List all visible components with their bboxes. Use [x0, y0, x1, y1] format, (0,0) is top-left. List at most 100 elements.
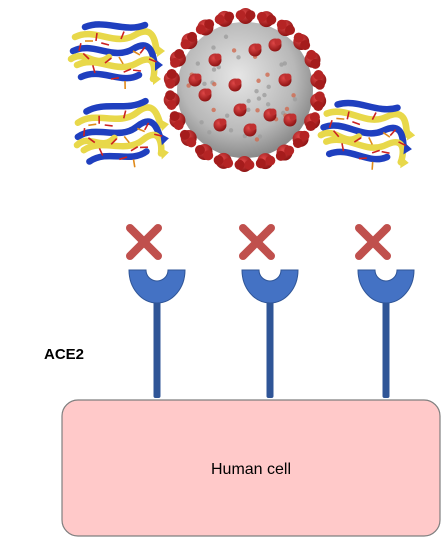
beta-strand	[86, 148, 150, 165]
envelope-protein	[256, 96, 262, 101]
envelope-protein	[212, 82, 217, 87]
envelope-protein	[195, 61, 201, 66]
spike-protein	[310, 91, 327, 112]
ace2-receptor	[126, 224, 186, 398]
spike-protein	[180, 31, 198, 50]
spike-protein	[248, 43, 262, 57]
envelope-protein	[266, 84, 271, 90]
envelope-protein	[211, 45, 216, 50]
beta-strand	[317, 129, 363, 143]
side-chain	[371, 112, 377, 120]
beta-strand	[74, 118, 165, 143]
receptor-binding-cup	[128, 269, 186, 304]
antibody-structure-icon	[67, 21, 165, 90]
beta-strand	[77, 70, 143, 82]
spike-protein	[213, 118, 227, 132]
side-chain	[132, 159, 136, 168]
beta-strand	[323, 108, 411, 138]
envelope-protein	[291, 93, 296, 98]
side-chain	[139, 146, 148, 149]
envelope-protein	[254, 88, 259, 94]
spike-protein	[169, 48, 186, 68]
envelope-protein	[257, 134, 263, 139]
side-chain	[82, 52, 90, 60]
side-chain	[144, 122, 150, 131]
side-chain	[336, 117, 345, 120]
side-chain	[353, 137, 362, 143]
spike-protein	[263, 108, 277, 122]
spike-protein	[243, 123, 257, 137]
spike-protein	[293, 32, 311, 51]
spike-protein	[310, 69, 327, 90]
side-chain	[132, 50, 141, 56]
beta-strand	[320, 122, 408, 152]
strand-arrow	[160, 133, 169, 146]
envelope-protein	[228, 128, 234, 133]
receptor-binding-cup	[357, 269, 415, 304]
side-chain	[110, 137, 118, 145]
side-chain	[88, 123, 97, 127]
side-chain	[104, 57, 112, 64]
antibody-structure-icon	[73, 97, 169, 168]
spike-protein	[304, 112, 321, 132]
strand-arrow	[157, 45, 165, 57]
side-chain	[110, 77, 120, 80]
envelope-protein	[224, 113, 230, 118]
side-chain	[78, 43, 82, 52]
beta-strand	[74, 104, 165, 129]
envelope-protein	[262, 92, 267, 98]
envelope-protein	[256, 78, 261, 83]
envelope-protein	[292, 97, 298, 102]
receptor-stalk	[266, 300, 274, 398]
envelope-protein	[199, 120, 204, 125]
side-chain	[341, 143, 345, 152]
spike-protein	[276, 19, 296, 37]
side-chain	[346, 111, 350, 120]
beta-strand	[69, 42, 159, 69]
human-cell: Human cell	[61, 399, 441, 537]
spike-protein	[235, 8, 256, 25]
beta-strand	[83, 97, 149, 115]
spike-protein	[233, 103, 247, 117]
side-chain	[104, 124, 113, 127]
cell-label: Human cell	[211, 461, 291, 478]
side-chain	[371, 149, 380, 154]
side-chain	[398, 141, 407, 147]
spike-protein	[198, 88, 212, 102]
side-chain	[101, 42, 110, 46]
side-chain	[352, 121, 361, 126]
spike-protein	[214, 10, 235, 27]
spike-protein	[194, 143, 214, 161]
antibody-structures	[67, 21, 416, 170]
beta-strand	[71, 28, 161, 55]
beta-strand	[334, 99, 401, 113]
x-mark-icon	[355, 224, 391, 260]
envelope-protein	[216, 64, 221, 70]
cell-membrane	[61, 399, 441, 537]
envelope-protein	[255, 108, 260, 113]
envelope-protein	[236, 55, 241, 60]
side-chain	[328, 120, 333, 129]
side-chain	[154, 133, 163, 137]
receptor-binding-cup	[241, 269, 299, 304]
strand-arrow	[406, 128, 416, 141]
side-chain	[98, 147, 104, 156]
side-chain	[120, 31, 125, 40]
receptor-label: ACE2	[44, 346, 84, 363]
spike-protein	[208, 53, 222, 67]
side-chain	[389, 129, 397, 137]
side-chain	[371, 161, 374, 170]
spike-protein	[268, 38, 282, 52]
side-chain	[136, 127, 146, 133]
envelope-protein	[254, 137, 260, 142]
envelope-protein	[282, 61, 288, 66]
spike-protein	[163, 68, 180, 89]
side-chain	[87, 137, 96, 144]
envelope-protein	[223, 34, 229, 39]
antibody-structure-icon	[317, 99, 416, 170]
envelope-protein	[231, 48, 237, 53]
side-chain	[123, 68, 132, 73]
coronavirus-icon	[163, 8, 327, 172]
receptor-stalk	[382, 300, 390, 398]
spike-protein	[234, 155, 255, 172]
